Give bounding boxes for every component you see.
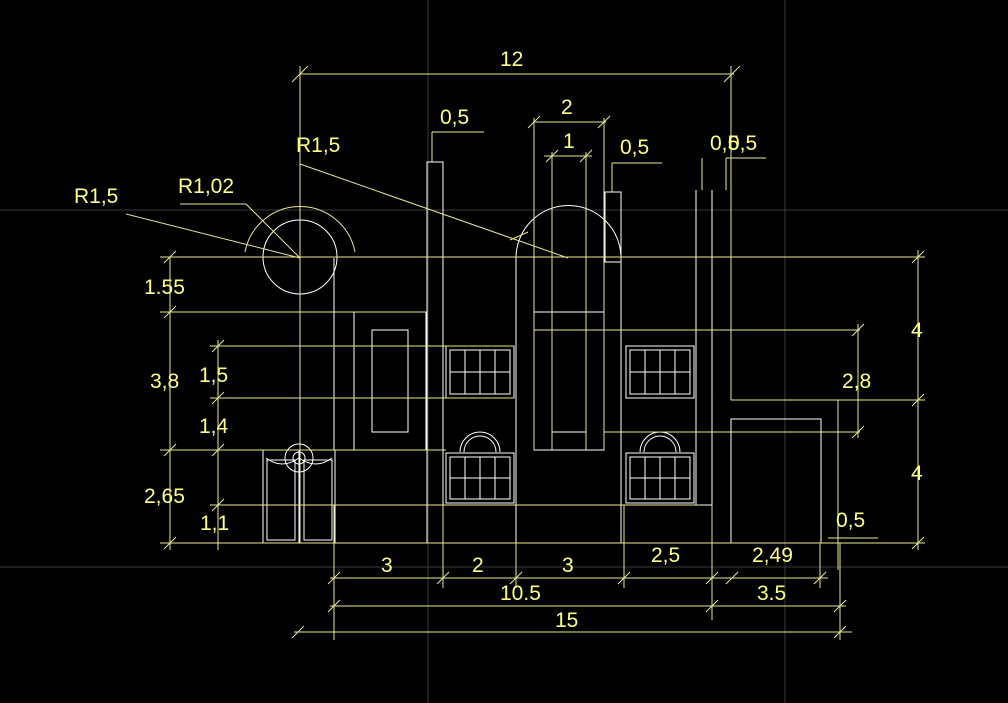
dim-bottom-3b: 3 (562, 554, 574, 577)
dim-top-05-c: 0,5 (710, 132, 739, 155)
windows (265, 345, 695, 541)
dim-right-4-bottom: 4 (911, 462, 923, 485)
dim-r15-left: R1,5 (74, 185, 118, 208)
dim-left-155: 1.55 (144, 276, 185, 299)
dimension-labels: 12 2 1 0,5 0,5 0,5 0,5 R1,5 R1,02 R1,5 1… (74, 48, 923, 632)
dim-left-265: 2,65 (144, 485, 185, 508)
dim-right-4-top: 4 (911, 319, 923, 342)
dim-overall-top: 12 (500, 48, 523, 71)
dim-r102: R1,02 (178, 175, 234, 198)
dim-right-05: 0,5 (836, 509, 865, 532)
dim-top-05-a: 0,5 (440, 106, 469, 129)
dim-right-28: 2,8 (842, 370, 871, 393)
dimension-lines (125, 65, 925, 640)
dim-top-05-b: 0,5 (620, 136, 649, 159)
dim-bottom-15: 15 (555, 609, 578, 632)
dim-bottom-35: 3.5 (757, 582, 786, 605)
dim-bottom-3a: 3 (381, 554, 393, 577)
dim-r15-mid: R1,5 (296, 134, 340, 157)
dim-left-15: 1,5 (199, 364, 228, 387)
dim-left-11: 1,1 (200, 512, 229, 535)
dim-top-1: 1 (563, 130, 575, 153)
dim-bottom-2: 2 (472, 554, 484, 577)
building-outline (262, 161, 822, 544)
dim-bottom-105: 10.5 (500, 582, 541, 605)
dim-left-14: 1,4 (199, 415, 229, 438)
dim-bottom-25: 2,5 (651, 544, 680, 567)
dim-top-05-d: 0,5 (728, 132, 757, 155)
dim-bottom-249: 2,49 (752, 544, 793, 567)
dim-top-2: 2 (561, 96, 573, 119)
dim-left-38: 3,8 (150, 370, 179, 393)
